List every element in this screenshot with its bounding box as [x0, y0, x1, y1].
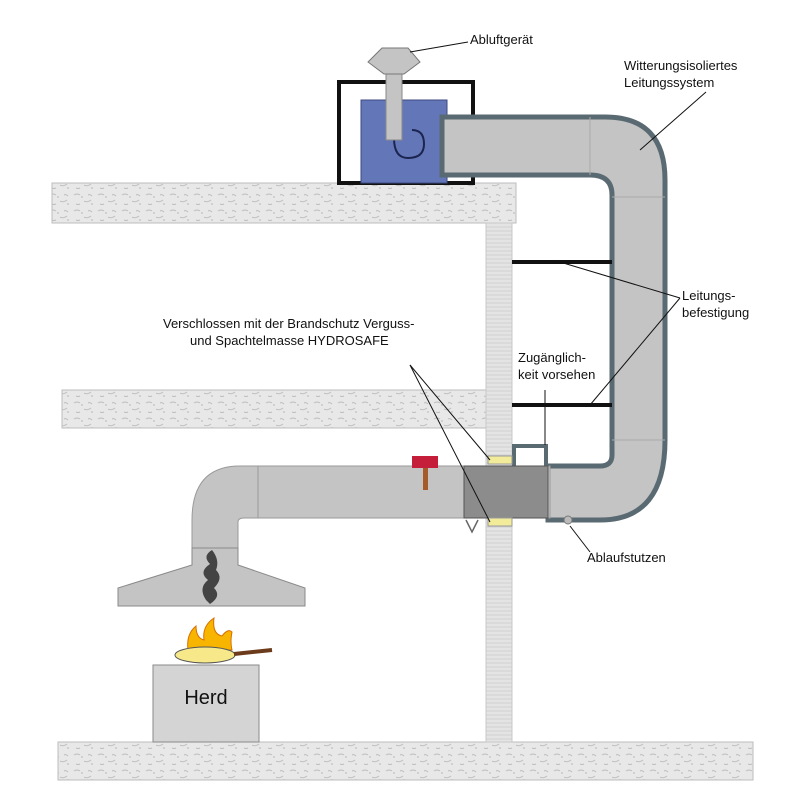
ground-floor-slab	[57, 741, 754, 781]
damper-handle	[412, 456, 438, 468]
leader-fastener-b	[589, 297, 681, 406]
insulated-bend-top	[439, 114, 668, 523]
damper-stem	[423, 468, 428, 490]
label-fastening-1: Leitungs-	[682, 288, 735, 303]
label-insulated-2: Leitungssystem	[624, 75, 714, 90]
label-fastening-2: befestigung	[682, 305, 749, 320]
leader-fastener-a	[559, 261, 681, 299]
middle-floor-slab	[61, 389, 487, 429]
smoke	[202, 550, 220, 604]
label-sealed-1: Verschlossen mit der Brandschutz Verguss…	[163, 316, 414, 331]
seal-top	[487, 455, 513, 465]
seal-bottom	[487, 517, 513, 527]
upper-floor-slab	[51, 182, 517, 224]
leader-sealed-a	[409, 364, 491, 461]
label-exhaust-unit: Abluftgerät	[470, 32, 533, 47]
pan-handle	[233, 648, 273, 656]
label-insulated-1: Witterungsisoliertes	[624, 58, 738, 73]
fan-spiral-icon	[393, 70, 426, 160]
leader-exhaust	[409, 41, 469, 53]
label-access-1: Zugänglich-	[518, 350, 586, 365]
leader-drain	[569, 525, 591, 553]
exhaust-cap	[367, 47, 421, 75]
label-access-2: keit vorsehen	[518, 367, 595, 382]
small-flap	[465, 519, 479, 534]
leader-insulated	[639, 91, 707, 151]
frying-pan	[174, 646, 236, 664]
access-bracket	[512, 444, 548, 466]
wall-penetration-sleeve	[463, 465, 549, 519]
label-drain: Ablaufstutzen	[587, 550, 666, 565]
stove	[152, 664, 260, 743]
stove-label: Herd	[184, 687, 227, 709]
label-sealed-2: und Spachtelmasse HYDROSAFE	[190, 333, 389, 348]
drain-nozzle	[563, 515, 573, 525]
leader-sealed-b	[409, 364, 491, 523]
fan-box	[360, 99, 448, 184]
duct-elbow	[191, 465, 259, 549]
flame-icon	[187, 616, 233, 651]
